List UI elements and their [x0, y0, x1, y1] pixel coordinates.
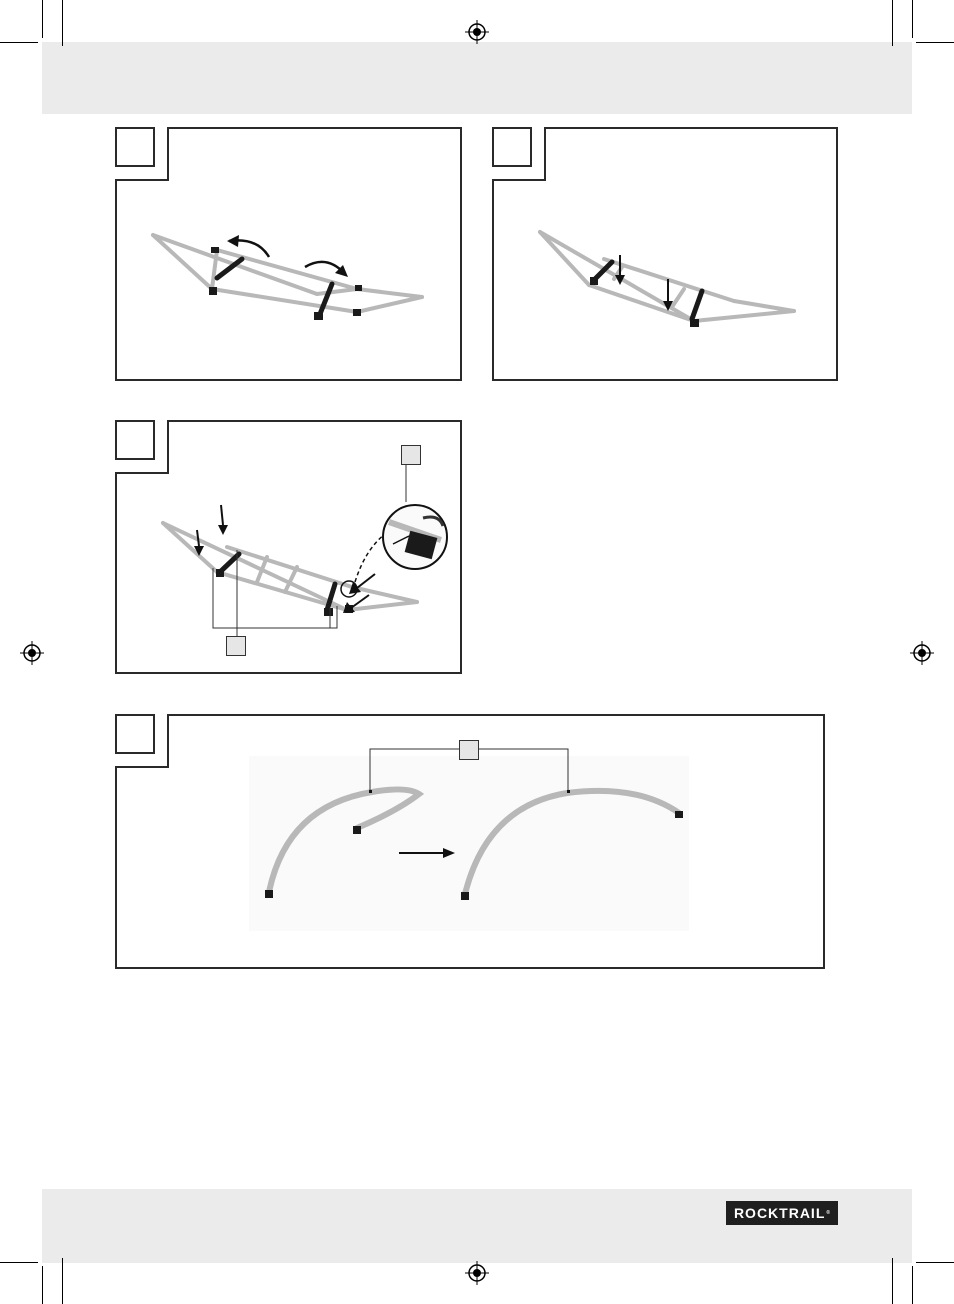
registration-mark-icon [465, 1261, 489, 1285]
detail-magnifier-icon [382, 504, 448, 570]
registration-mark-icon [465, 20, 489, 44]
brand-name: ROCKTRAIL [733, 1205, 826, 1221]
step-notch [115, 714, 169, 768]
arrow-icon [619, 255, 669, 301]
callout-box-icon [401, 445, 421, 465]
step-panel-4 [115, 714, 825, 969]
trademark-symbol: ® [826, 1210, 831, 1216]
step-number-box [115, 420, 155, 460]
registration-mark-icon [910, 641, 934, 665]
frame-illustration-3 [161, 462, 448, 636]
step-notch [492, 127, 546, 181]
step-notch [115, 420, 169, 474]
callout-box-icon [226, 636, 246, 656]
frame-illustration-2 [538, 230, 796, 327]
step-panel-2 [492, 127, 838, 381]
arrow-icon [196, 504, 376, 609]
registration-mark-icon [20, 641, 44, 665]
step-number-box [492, 127, 532, 167]
step-panel-3 [115, 420, 462, 674]
frame-illustration-1 [151, 233, 424, 320]
step-number-box [115, 127, 155, 167]
callout-box-icon [459, 740, 479, 760]
pole-illustration [249, 748, 689, 931]
brand-logo: ROCKTRAIL® [726, 1201, 838, 1225]
step-notch [115, 127, 169, 181]
step-panel-1 [115, 127, 462, 381]
step-number-box [115, 714, 155, 754]
header-band [42, 42, 912, 114]
